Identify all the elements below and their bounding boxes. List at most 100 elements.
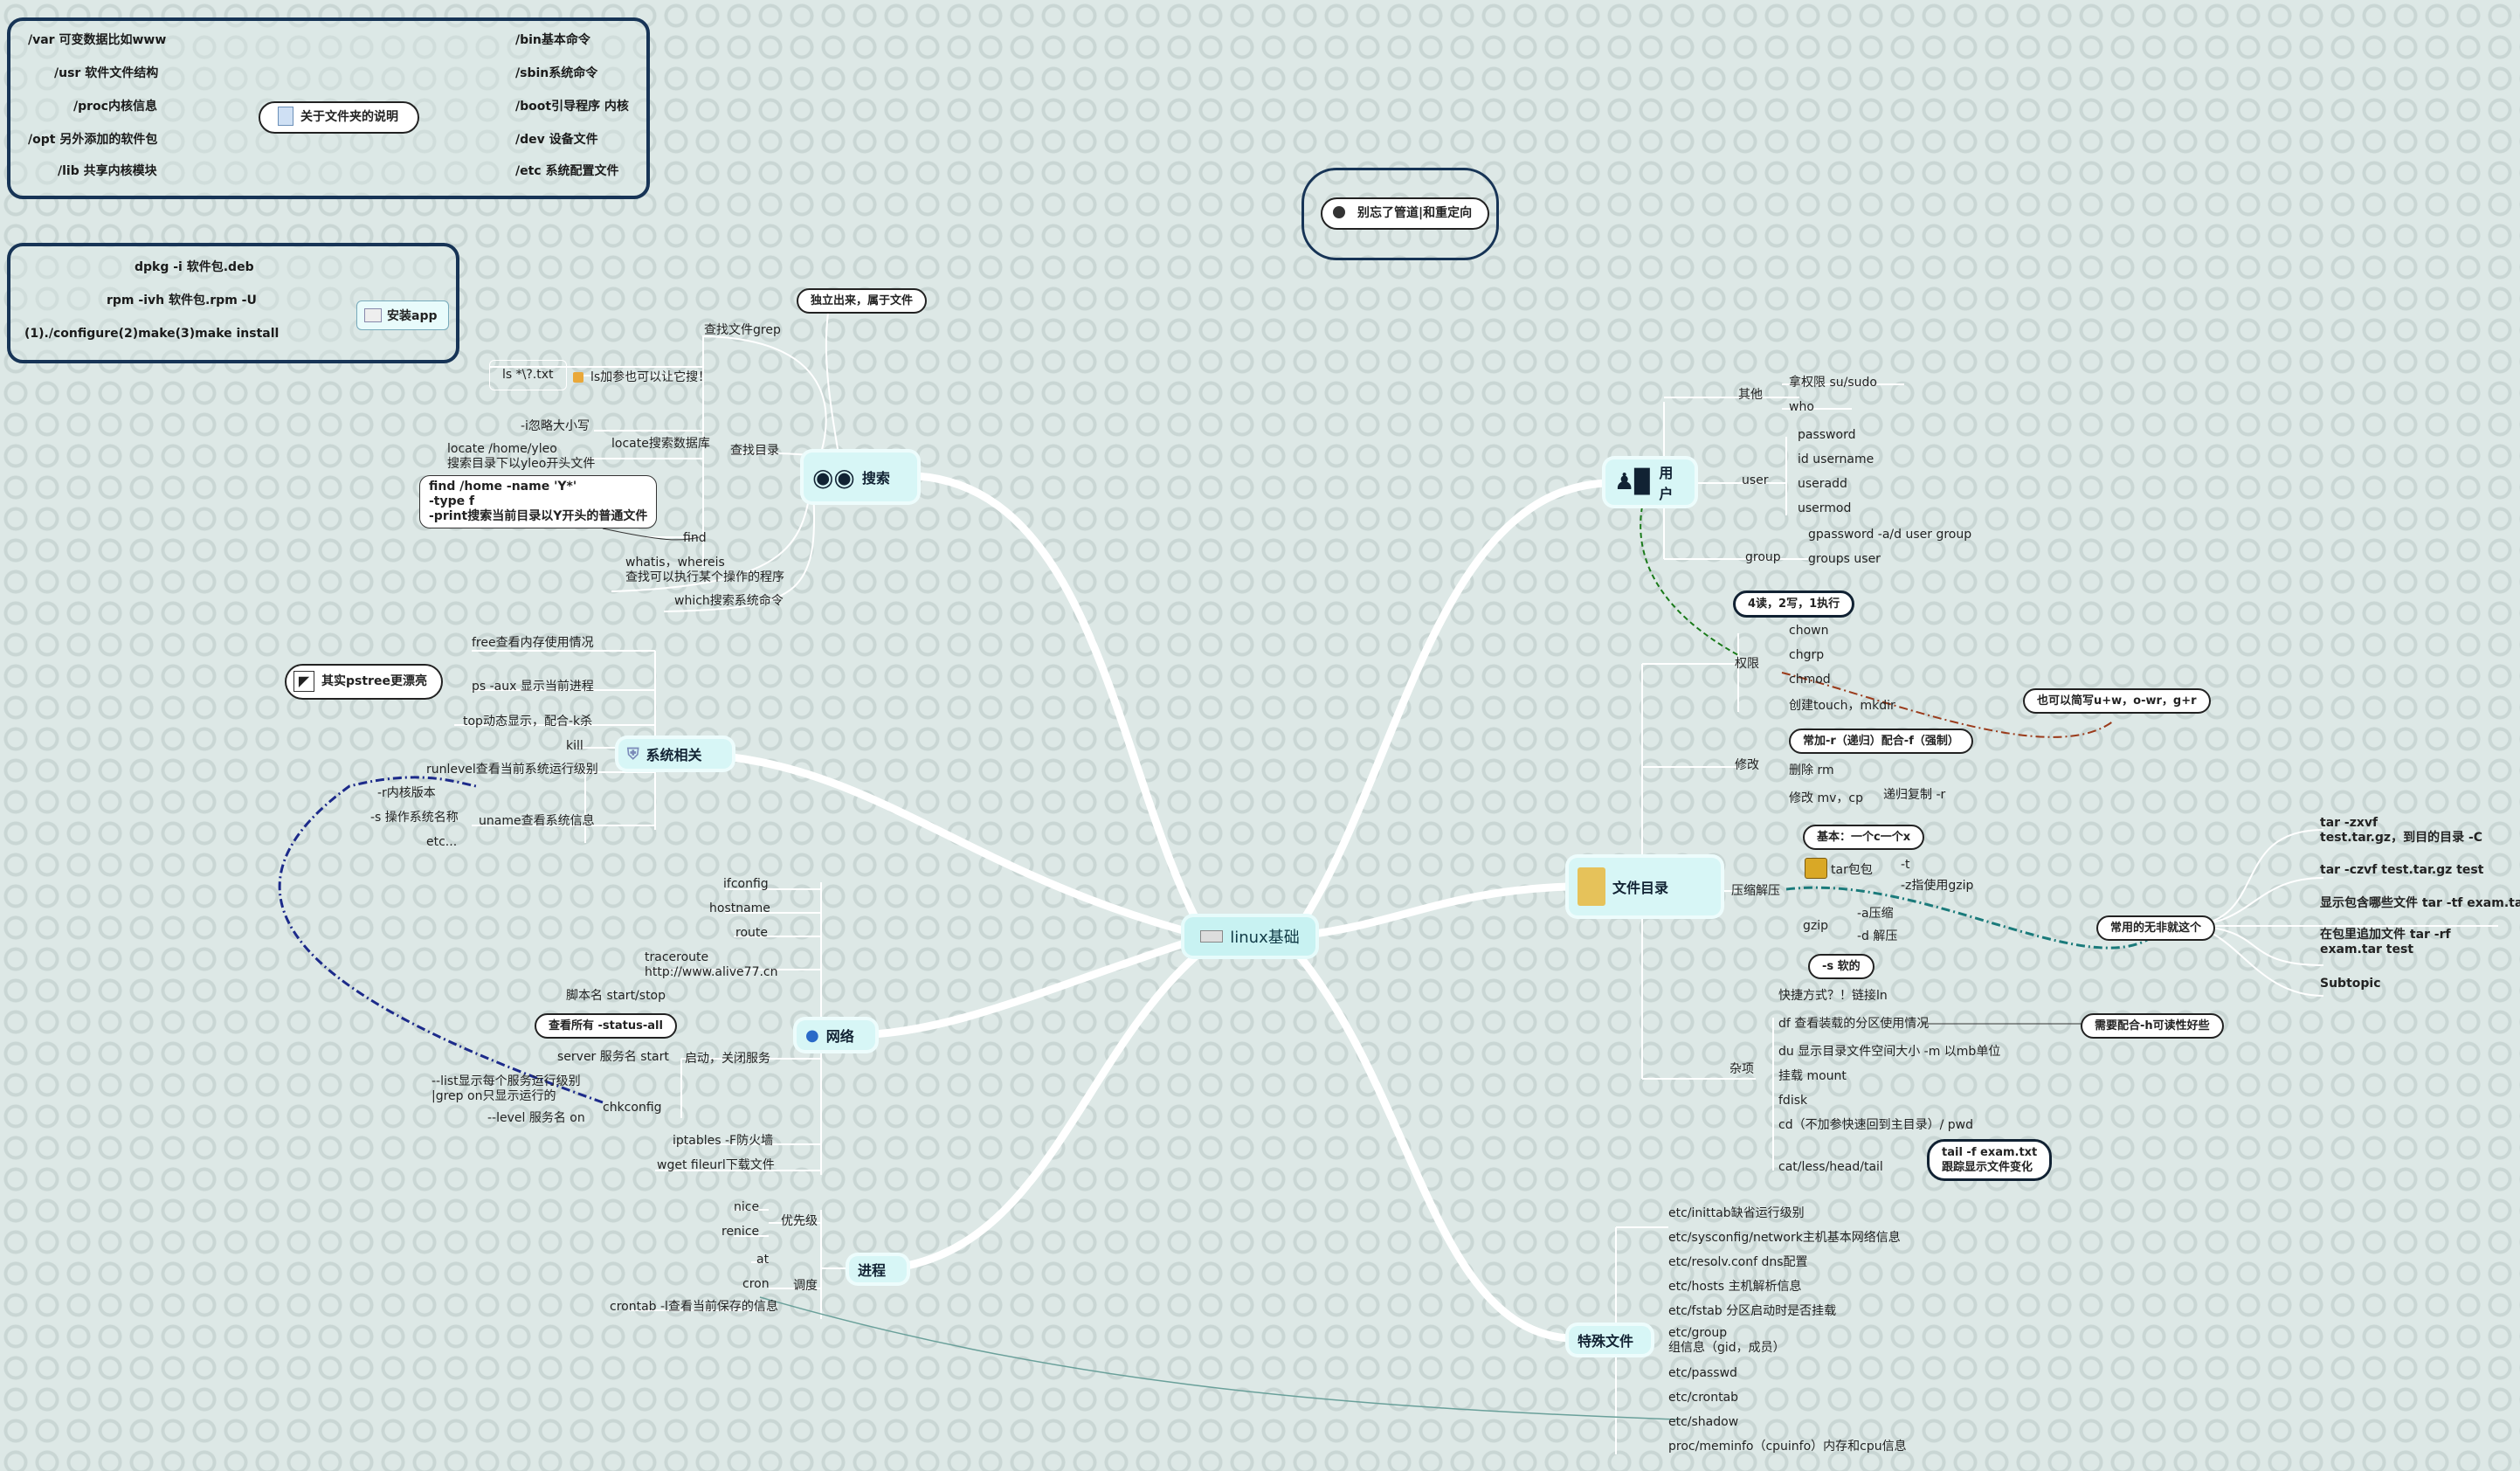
topic-system-label: 系统相关: [646, 747, 702, 763]
compress-item: 压缩解压: [1731, 884, 1780, 898]
renice-item: renice: [721, 1225, 760, 1239]
search-callout: 独立出来，属于文件: [797, 288, 928, 314]
pipe-note[interactable]: 别忘了管道|和重定向: [1321, 197, 1490, 230]
ls-note: ls加参也可以让它搜！: [590, 370, 711, 384]
cron-item: cron: [742, 1277, 770, 1291]
topic-special-label: 特殊文件: [1578, 1333, 1634, 1350]
special-file-item: etc/sysconfig/network主机基本网络信息: [1668, 1231, 1901, 1245]
route-item: route: [735, 926, 768, 940]
topic-user[interactable]: ♟▉用户: [1605, 459, 1695, 505]
script-stop-item: 脚本名 start/stop: [566, 989, 666, 1003]
uname-s-item: -s 操作系统名称: [370, 811, 459, 825]
topic-special[interactable]: 特殊文件: [1569, 1326, 1651, 1354]
free-item: free查看内存使用情况: [472, 636, 594, 650]
df-item: df 查看装载的分区使用情况: [1778, 1017, 1930, 1031]
find-dir-item: 查找目录: [730, 444, 779, 458]
topic-network-label: 网络: [825, 1028, 854, 1045]
common-note: 常用的无非就这个: [2096, 915, 2216, 941]
locate-example: locate /home/yleo 搜索目录下以yleo开头文件: [447, 442, 596, 471]
special-file-item: proc/meminfo（cpuinfo）内存和cpu信息: [1668, 1440, 1907, 1454]
special-file-item: etc/hosts 主机解析信息: [1668, 1280, 1802, 1294]
chown-item: chown: [1789, 624, 1829, 638]
which-item: which搜索系统命令: [674, 594, 784, 608]
folder-item: /bin基本命令: [515, 33, 590, 47]
folder-item: /lib 共享内核模块: [58, 164, 157, 178]
cat-item: cat/less/head/tail: [1778, 1160, 1883, 1174]
modify-item: 修改: [1735, 758, 1759, 772]
tar-list-item: 在包里追加文件 tar -rf exam.tar test: [2320, 928, 2451, 956]
pipe-note-frame: [1301, 168, 1499, 260]
special-file-item: etc/crontab: [1668, 1391, 1739, 1405]
group-item: group: [1745, 550, 1781, 564]
locate-db-item: locate搜索数据库: [611, 437, 710, 451]
tar-list-item: tar -czvf test.tar.gz test: [2320, 863, 2484, 877]
soft-note: -s 软的: [1808, 954, 1874, 979]
tar-item: tar包包: [1831, 863, 1873, 877]
user-item: user: [1742, 473, 1769, 487]
rf-note: 常加-r（递归）配合-f（强制）: [1789, 729, 1973, 754]
cd-item: cd（不加参快速回到主目录）/ pwd: [1778, 1118, 1973, 1132]
document-icon: [278, 107, 293, 126]
grep-item: 查找文件grep: [704, 323, 781, 337]
cp-r-item: 递归复制 -r: [1883, 788, 1946, 802]
central-topic-label: linux基础: [1230, 929, 1300, 947]
note-icon: [573, 372, 583, 383]
topic-filedir[interactable]: 文件目录: [1569, 858, 1721, 915]
central-topic[interactable]: linux基础: [1184, 917, 1315, 956]
folder-item: /dev 设备文件: [515, 133, 598, 147]
t-item: -t: [1901, 858, 1910, 872]
topic-search-label: 搜索: [861, 470, 890, 487]
ifconfig-item: ifconfig: [723, 877, 769, 891]
status-all-note: 查看所有 -status-all: [535, 1013, 677, 1039]
install-icon: [364, 308, 382, 322]
install-item: dpkg -i 软件包.deb: [135, 260, 254, 274]
crontab-item: crontab -l查看当前保存的信息: [610, 1300, 778, 1314]
topic-network[interactable]: ●网络: [797, 1020, 875, 1050]
topic-search[interactable]: ◉◉搜索: [804, 452, 917, 501]
at-item: at: [756, 1253, 770, 1267]
install-app-label: 安装app: [387, 309, 438, 323]
id-item: id username: [1798, 452, 1874, 466]
tail-note: tail -f exam.txt 跟踪显示文件变化: [1927, 1139, 2053, 1181]
nice-item: nice: [734, 1200, 760, 1214]
iptables-item: iptables -F防火墙: [673, 1134, 774, 1148]
tar-list-item: Subtopic: [2320, 977, 2381, 991]
rm-item: 删除 rm: [1789, 763, 1834, 777]
find-item: find: [683, 531, 707, 545]
ps-item: ps -aux 显示当前进程: [472, 680, 594, 694]
tar-list-item: 显示包含哪些文件 tar -tf exam.tar: [2320, 896, 2520, 910]
folder-item: /var 可变数据比如www: [28, 33, 167, 47]
install-item: rpm -ivh 软件包.rpm -U: [107, 294, 257, 307]
topic-user-label: 用户: [1659, 465, 1674, 502]
su-item: 拿权限 su/sudo: [1789, 376, 1877, 390]
schedule-item: 调度: [793, 1279, 818, 1293]
folder-item: /opt 另外添加的软件包: [28, 133, 158, 147]
du-item: du 显示目录文件空间大小 -m 以mb单位: [1778, 1045, 2001, 1059]
tar-list-item: tar -zxvf test.tar.gz，到目的目录 -C: [2320, 816, 2483, 845]
misc-item: 杂项: [1729, 1062, 1754, 1076]
chkconfig-item: chkconfig: [603, 1101, 662, 1115]
folder-item: /etc 系统配置文件: [515, 164, 619, 178]
chgrp-item: chgrp: [1789, 648, 1825, 662]
touch-item: 创建touch，mkdir: [1789, 699, 1895, 713]
special-file-item: etc/fstab 分区启动时是否挂载: [1668, 1304, 1837, 1318]
install-app-node[interactable]: 安装app: [356, 300, 449, 330]
uname-item: uname查看系统信息: [479, 814, 595, 828]
who-item: who: [1789, 400, 1814, 414]
chmod-item: chmod: [1789, 673, 1831, 687]
top-item: top动态显示，配合-k杀: [463, 715, 593, 729]
other-item: 其他: [1738, 388, 1763, 402]
folder-item: /boot引导程序 内核: [515, 100, 629, 114]
level-item: --level 服务名 on: [487, 1111, 585, 1125]
mv-item: 修改 mv，cp: [1789, 791, 1863, 805]
kill-item: kill: [566, 739, 583, 753]
list-note: --list显示每个服务运行级别 |grep on只显示运行的: [432, 1074, 581, 1103]
package-icon: [1805, 858, 1827, 879]
perm-callout: 4读，2写，1执行: [1733, 590, 1855, 618]
uname-r-item: -r内核版本: [377, 786, 436, 800]
folder-item: /proc内核信息: [73, 100, 157, 114]
topic-process[interactable]: 进程: [849, 1256, 907, 1282]
ls-example: ls *\?.txt: [489, 360, 567, 390]
topic-system[interactable]: ⛨系统相关: [618, 739, 732, 769]
h-note: 需要配合-h可读性好些: [2081, 1013, 2224, 1039]
